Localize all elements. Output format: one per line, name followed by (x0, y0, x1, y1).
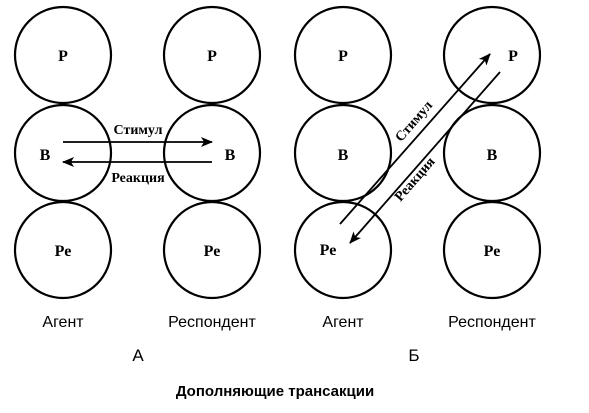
panel-a-respondent-adult-label: В (225, 147, 236, 164)
panel-b-reaction-arrow (349, 71, 501, 244)
panel-b: Р В Ре Р В Ре Стимул Реакция Агент Респо… (293, 5, 542, 365)
panel-b-agent-child-circle (293, 200, 393, 300)
panel-b-agent-adult-label: В (338, 147, 349, 164)
panel-b-stimulus-arrow (339, 53, 491, 225)
panel-a-agent-parent-circle (13, 5, 113, 105)
panel-a-agent-parent-label: Р (58, 48, 68, 65)
panel-b-respondent-adult-label: В (487, 147, 498, 164)
panel-b-agent-child-label: Ре (320, 242, 337, 259)
panel-a-respondent-role-label: Респондент (168, 314, 256, 331)
panel-a-agent-adult-label: В (40, 147, 51, 164)
panel-a-agent-child-circle (13, 200, 113, 300)
panel-a-respondent-parent-label: Р (207, 48, 217, 65)
panel-a-agent-column: Р В Ре (13, 5, 113, 300)
panel-a-agent-child-label: Ре (55, 243, 72, 260)
panel-b-respondent-parent-label: Р (508, 48, 518, 65)
panel-a: Р В Ре Р В Ре Стимул Реакция Агент Респо… (13, 5, 262, 365)
panel-a-respondent-child-label: Ре (204, 243, 221, 260)
panel-a-respondent-column: Р В Ре (162, 5, 262, 300)
panel-b-letter: Б (408, 346, 419, 365)
panel-a-reaction-label: Реакция (111, 171, 165, 186)
panel-a-agent-adult-circle (13, 103, 113, 203)
panel-b-agent-parent-label: Р (338, 48, 348, 65)
panel-a-stimulus-label: Стимул (114, 123, 163, 138)
panel-b-agent-role-label: Агент (322, 314, 364, 331)
panel-a-respondent-child-circle (162, 200, 262, 300)
panel-b-respondent-role-label: Респондент (448, 314, 536, 331)
panel-a-agent-role-label: Агент (42, 314, 84, 331)
panel-b-agent-column: Р В Ре (293, 5, 393, 300)
panel-b-respondent-child-label: Ре (484, 243, 501, 260)
figure-caption: Дополняющие трансакции (176, 383, 374, 400)
panel-b-respondent-child-circle (442, 200, 542, 300)
panel-b-reaction-label: Реакция (392, 154, 439, 204)
panel-a-respondent-parent-circle (162, 5, 262, 105)
panel-b-agent-parent-circle (293, 5, 393, 105)
panel-a-letter: А (132, 346, 144, 365)
panel-a-respondent-adult-circle (162, 103, 262, 203)
panel-b-respondent-column: Р В Ре (442, 5, 542, 300)
